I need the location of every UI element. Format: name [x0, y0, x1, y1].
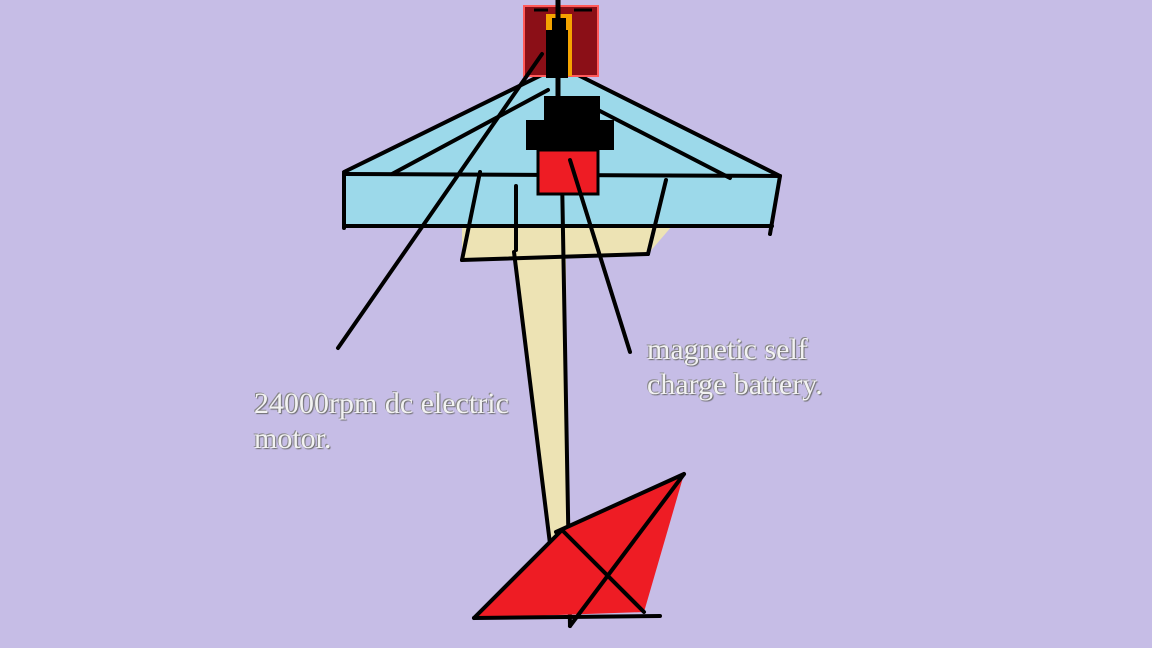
tail-fin [472, 472, 686, 628]
battery-annotation-line1: magnetic self [647, 333, 808, 366]
fuselage-outline [460, 170, 668, 628]
leader-lines [336, 52, 632, 354]
battery [536, 148, 600, 196]
battery-annotation-line2: charge battery. [647, 368, 823, 401]
motor-annotation: 24000rpm dc electric motor. [254, 386, 509, 456]
motor-annotation-line1: 24000rpm dc electric [254, 387, 509, 420]
battery-leader-line [568, 158, 632, 354]
battery-annotation: magnetic self charge battery. [647, 332, 823, 402]
motor-annotation-line2: motor. [254, 422, 332, 455]
motor-housing [526, 30, 614, 150]
motor-leader-line [336, 52, 544, 350]
